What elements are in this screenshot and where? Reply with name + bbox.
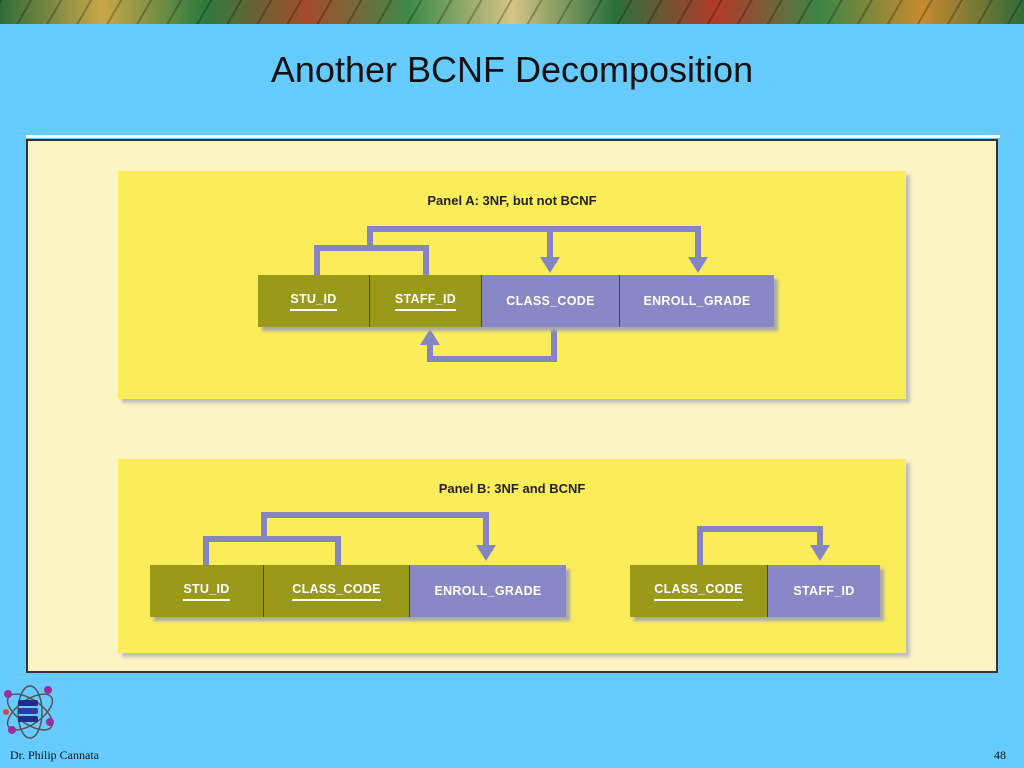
attribute-class-code: CLASS_CODE	[264, 565, 410, 617]
decorative-banner	[0, 0, 1024, 24]
panel-a-title: Panel A: 3NF, but not BCNF	[427, 193, 597, 208]
attribute-stu-id: STU_ID	[150, 565, 264, 617]
panel-b-title: Panel B: 3NF and BCNF	[438, 481, 586, 496]
panel-a: Panel A: 3NF, but not BCNF STU_ID STAFF_…	[118, 171, 906, 399]
attribute-staff-id: STAFF_ID	[768, 565, 880, 617]
panel-b: Panel B: 3NF and BCNF STU_ID CLASS_CODE …	[118, 459, 906, 653]
figure-frame: Panel A: 3NF, but not BCNF STU_ID STAFF_…	[26, 139, 998, 673]
attribute-class-code: CLASS_CODE	[482, 275, 620, 327]
panel-b-table-1: STU_ID CLASS_CODE ENROLL_GRADE	[150, 565, 566, 617]
attribute-enroll-grade: ENROLL_GRADE	[620, 275, 774, 327]
panel-a-dependency-arrows	[314, 226, 708, 362]
attribute-staff-id: STAFF_ID	[370, 275, 482, 327]
panel-a-relation: STU_ID STAFF_ID CLASS_CODE ENROLL_GRADE	[258, 275, 774, 327]
page-number: 48	[994, 748, 1006, 762]
slide-title: Another BCNF Decomposition	[270, 49, 754, 90]
attribute-class-code: CLASS_CODE	[630, 565, 768, 617]
author-footer: Dr. Philip Cannata	[10, 748, 99, 762]
attribute-enroll-grade: ENROLL_GRADE	[410, 565, 566, 617]
figure-top-border	[26, 135, 1000, 138]
attribute-stu-id: STU_ID	[258, 275, 370, 327]
atom-logo-icon	[3, 685, 54, 739]
panel-b-table-2: CLASS_CODE STAFF_ID	[630, 565, 880, 617]
banner-pattern	[0, 0, 1024, 24]
panel-b-dependency-arrows	[203, 512, 830, 567]
